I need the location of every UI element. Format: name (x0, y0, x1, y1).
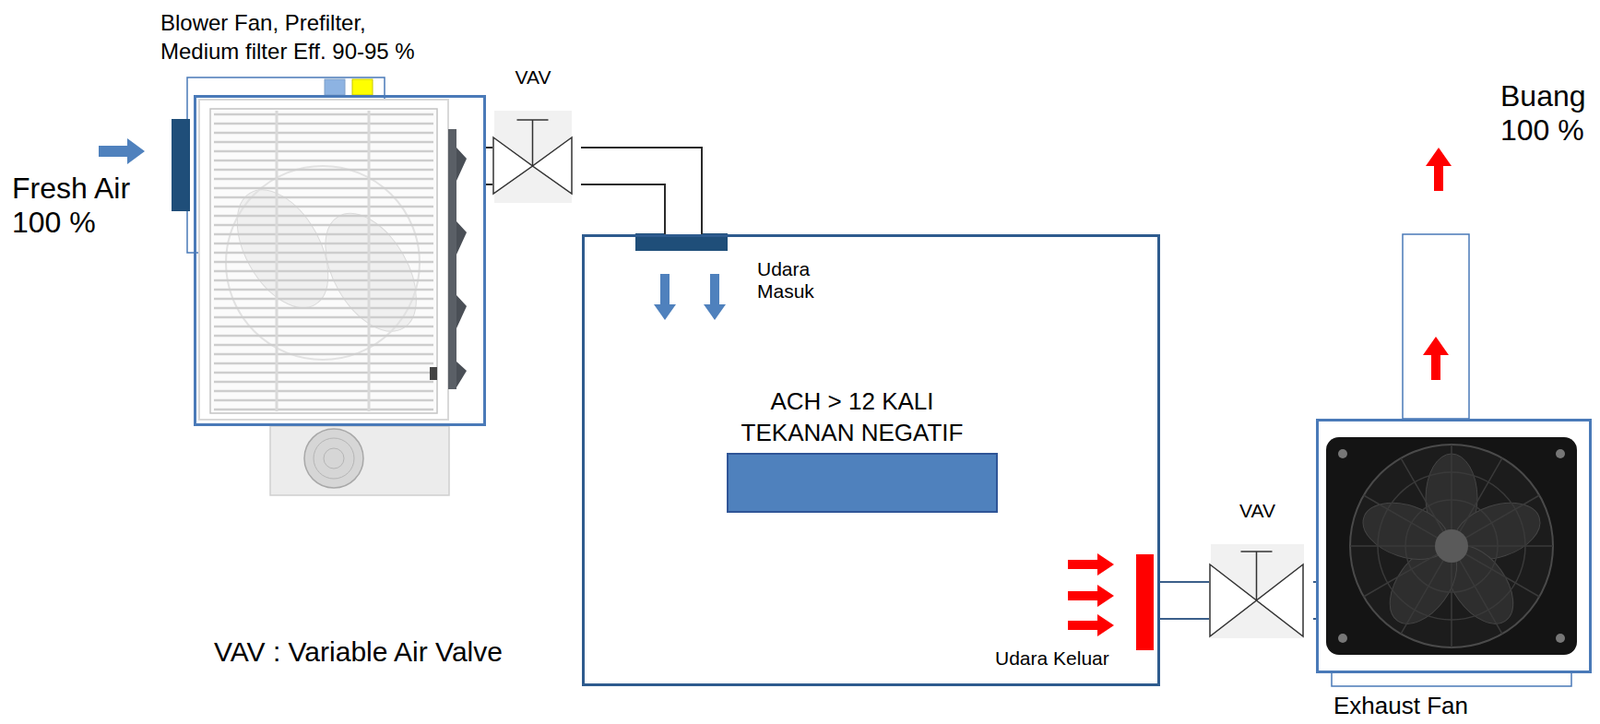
medium-filter-mark (352, 79, 373, 95)
fresh-air-arrow (98, 138, 145, 165)
exhaust-fan-box: Exhaust Fan (1315, 418, 1592, 674)
prefilter-bar (171, 118, 190, 212)
fan-stand (1331, 673, 1572, 687)
duct-inside (1160, 582, 1209, 618)
supply-arrow (703, 273, 726, 320)
exhaust-fan-hub (1434, 529, 1469, 563)
exhaust-grille (1136, 554, 1154, 651)
discharge-arrow (1422, 336, 1449, 380)
duct-inside (580, 165, 684, 235)
flow-label: Fresh Air 100 % (11, 171, 151, 240)
flow-label: Udara Masuk (757, 258, 831, 303)
blower-shutter-rail (448, 129, 457, 390)
exhaust-arrow (1067, 584, 1115, 607)
bolt (1555, 449, 1565, 459)
exhaust-duct (1402, 234, 1470, 419)
blower-fan-picture (199, 99, 467, 420)
outdoor-unit-body (270, 426, 450, 496)
bolt (1338, 633, 1348, 643)
blower-grille-frame (210, 108, 438, 414)
blower-knob (429, 367, 438, 380)
duct-wall (1160, 580, 1209, 620)
duct-wall (485, 146, 493, 186)
blower-shutter-flaps (456, 147, 467, 388)
room-note: ACH > 12 KALI (695, 386, 1009, 418)
outdoor-unit-grille (304, 428, 364, 488)
blower-louvers (213, 114, 434, 410)
exhaust-fan-spokes (1350, 444, 1553, 648)
air-duct (580, 165, 684, 235)
flow-label: Buang 100 % (1500, 79, 1600, 148)
discharge-arrow (1425, 147, 1452, 191)
vav-valve: VAV (1208, 497, 1314, 641)
outdoor-unit-grille-ring (323, 448, 344, 469)
exhaust-fan-picture (1326, 437, 1577, 655)
room-note: TEKANAN NEGATIF (695, 417, 1009, 450)
component-heading: Blower Fan, Prefilter, Medium filter Eff… (160, 8, 428, 66)
valve-stem (517, 119, 549, 166)
exhaust-arrow (1067, 614, 1115, 637)
valve-stem (1241, 551, 1273, 601)
blower-front (199, 99, 449, 420)
air-duct (485, 165, 493, 167)
isolation-room: ACH > 12 KALITEKANAN NEGATIF (581, 234, 1161, 687)
duct-inside (485, 148, 493, 184)
bolt (1338, 449, 1348, 459)
vav-valve: VAV (492, 64, 581, 213)
exhaust-arrow (1067, 553, 1115, 576)
air-duct (1160, 600, 1209, 602)
blower-blade (307, 198, 436, 347)
valve-label: VAV (1208, 499, 1306, 522)
legend-note: VAV : Variable Air Valve (213, 636, 503, 669)
valve-ground (1210, 544, 1304, 639)
duct-wall (580, 165, 684, 235)
component-caption: Exhaust Fan (1333, 692, 1600, 720)
exhaust-fan-guard (1350, 444, 1553, 648)
supply-arrow (653, 273, 676, 320)
bolt (1555, 633, 1565, 643)
valve-label: VAV (492, 66, 574, 88)
outdoor-unit-grille-ring (313, 438, 355, 479)
valve-ground (494, 110, 572, 203)
prefilter-mark (324, 79, 345, 95)
exhaust-fan-frame (1326, 437, 1577, 655)
patient-bed (727, 453, 997, 512)
flow-label: Udara Keluar (995, 647, 1110, 670)
outdoor-unit (270, 426, 450, 496)
blower-louver-dividers (276, 110, 369, 412)
blower-fan-box: Blower Fan, Prefilter, Medium filter Eff… (193, 94, 486, 427)
